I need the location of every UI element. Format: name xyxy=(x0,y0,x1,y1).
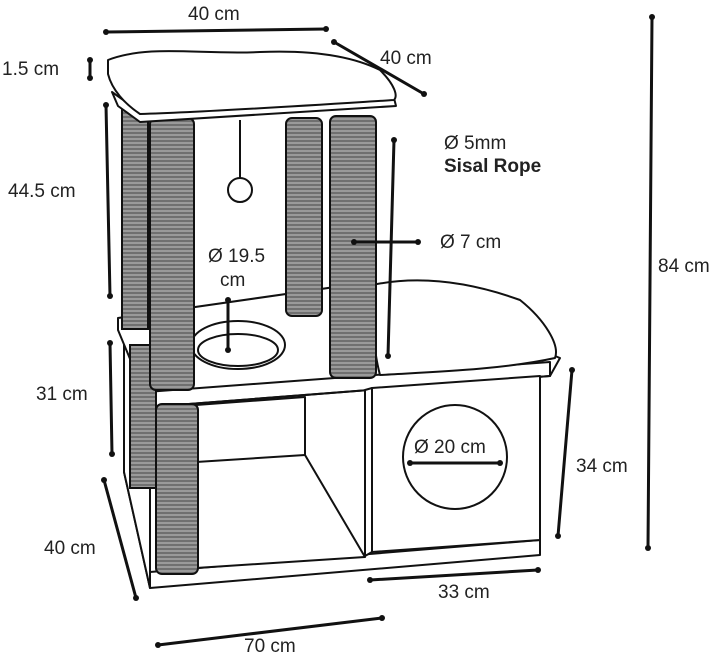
label-top-thickness: 1.5 cm xyxy=(2,59,59,80)
label-upper-post-height: 44.5 cm xyxy=(8,181,76,202)
platform-hole xyxy=(190,320,286,370)
dim-line-box-width xyxy=(368,568,540,582)
label-total-height: 84 cm xyxy=(658,256,710,277)
label-lower-post-height: 31 cm xyxy=(36,384,88,405)
dim-line-base-depth xyxy=(102,478,138,600)
dim-line-total-height xyxy=(646,15,654,550)
platform-hole-inner xyxy=(197,333,279,367)
lower-front-post xyxy=(155,403,199,575)
label-top-depth: 40 cm xyxy=(380,48,432,69)
box-divider xyxy=(364,387,373,557)
label-base-depth: 40 cm xyxy=(44,538,96,559)
dim-line-rope xyxy=(386,138,396,358)
label-top-width: 40 cm xyxy=(188,4,240,25)
dim-line-box-height xyxy=(556,368,574,538)
top-cushion xyxy=(107,50,397,115)
label-base-width: 70 cm xyxy=(244,636,296,654)
open-cavity xyxy=(195,396,366,569)
dim-line-top-depth xyxy=(332,40,426,96)
cavity-floor-line xyxy=(195,454,306,463)
toy-ball xyxy=(227,177,253,203)
label-post-diameter: Ø 7 cm xyxy=(440,232,501,253)
lower-rear-post xyxy=(129,344,157,489)
right-cushion xyxy=(371,279,557,376)
dim-line-lower-post xyxy=(108,341,114,456)
box-hole xyxy=(402,404,508,510)
front-left-post xyxy=(149,117,195,391)
dim-line-base-width xyxy=(156,616,384,647)
label-box-height: 34 cm xyxy=(576,456,628,477)
rear-left-post xyxy=(121,96,149,330)
label-hole-top-line1: Ø 19.5 xyxy=(208,246,265,267)
label-rope-material: Sisal Rope xyxy=(444,156,541,177)
dim-line-top-width xyxy=(104,27,328,34)
label-rope-diameter: Ø 5mm xyxy=(444,133,506,154)
rear-right-post xyxy=(285,117,323,317)
front-right-post xyxy=(329,115,377,379)
label-hole-box: Ø 20 cm xyxy=(414,437,486,458)
dim-line-upper-post xyxy=(104,103,112,298)
label-box-width: 33 cm xyxy=(438,582,490,603)
label-hole-top-line2: cm xyxy=(220,270,245,291)
